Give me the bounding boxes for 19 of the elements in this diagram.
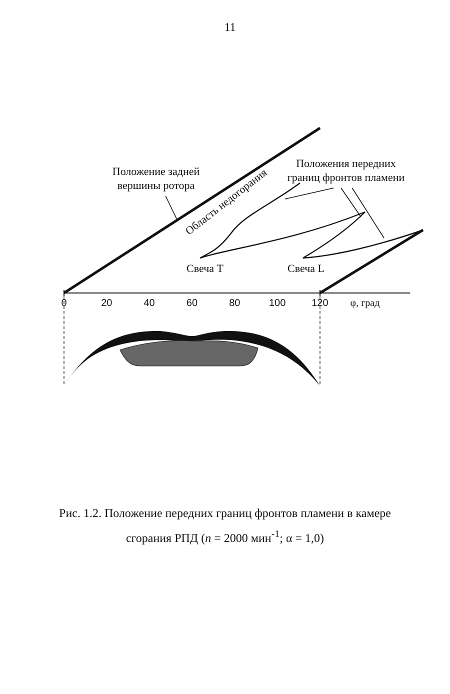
callout-text: Положение задней вершины ротора [108,166,204,194]
spark-plug-label: Свеча T [186,263,224,277]
figure-caption: Рис. 1.2. Положение передних границ фронтов пламени в камере сгорания РПД (n = 2000 мин$^{-1}$; α = 1,0) [58,505,392,547]
tick-label: 0 [60,298,68,310]
leader-line [352,188,384,238]
tick-label: 120 [310,298,330,310]
leader-line [284,188,334,200]
tick-label: 100 [268,298,287,310]
tick-label: 20 [100,298,114,310]
flame-front-curve [302,212,424,259]
page-number: 11 [223,20,237,35]
leader-line [340,188,362,218]
leader-line [165,196,178,221]
spark-plug-label: Свеча L [286,263,326,277]
axis-label: φ, град [349,298,381,310]
tick-label: 80 [228,298,242,310]
tick-label: 60 [185,298,199,310]
callout-text: Положения передних границ фронтов пламени [284,158,408,186]
tick-label: 40 [142,298,156,310]
